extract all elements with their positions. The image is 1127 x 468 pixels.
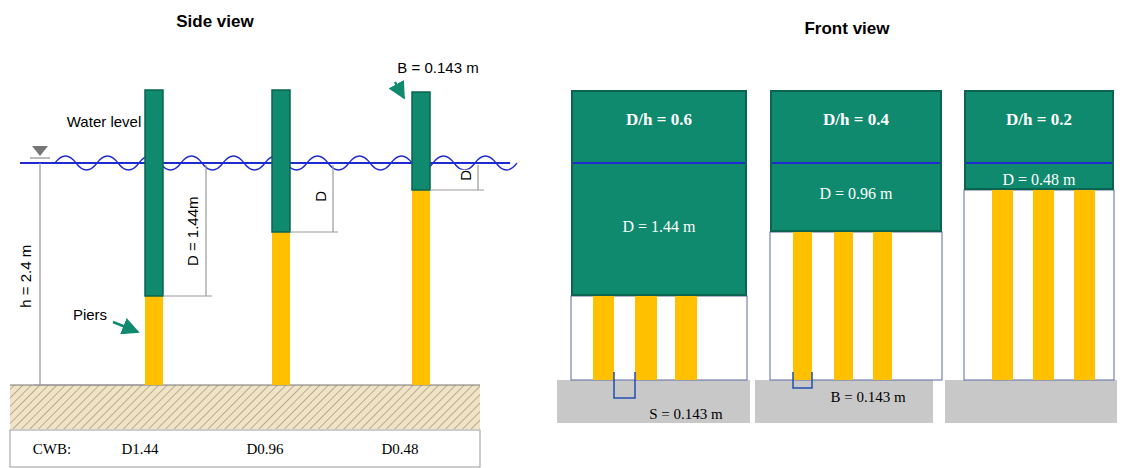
- dimension-label: D = 1.44m: [185, 196, 202, 266]
- water-level-label: Water level: [67, 114, 141, 131]
- table-cell: CWB:: [33, 441, 71, 458]
- depth-label: D = 0.48 m: [966, 171, 1112, 189]
- view-title: Side view: [176, 13, 253, 32]
- ratio-label: D/h = 0.2: [966, 111, 1112, 130]
- dimension-label: B = 0.143 m: [830, 389, 905, 406]
- table-cell: D0.48: [381, 441, 418, 458]
- table-cell: D1.44: [121, 441, 158, 458]
- dimension-label: D: [313, 191, 330, 202]
- table-cell: D0.96: [246, 441, 283, 458]
- ratio-label: D/h = 0.6: [573, 111, 745, 130]
- dimension-label: D: [458, 170, 475, 181]
- dimension-label: B = 0.143 m: [397, 60, 478, 77]
- depth-label: D = 1.44 m: [573, 218, 745, 236]
- dimension-label: S = 0.143 m: [649, 406, 722, 423]
- dimension-label: h = 2.4 m: [18, 245, 35, 308]
- water-line: [573, 162, 745, 164]
- part-label: Piers: [73, 307, 107, 324]
- ratio-label: D/h = 0.4: [772, 111, 940, 130]
- depth-label: D = 0.96 m: [772, 185, 940, 203]
- wall-panel: D/h = 0.6 D = 1.44 m: [571, 90, 747, 296]
- view-title: Front view: [804, 20, 889, 39]
- water-line: [772, 162, 940, 164]
- wall-panel: D/h = 0.2 D = 0.48 m: [964, 90, 1114, 190]
- water-line: [966, 162, 1112, 164]
- wall-panel: D/h = 0.4 D = 0.96 m: [770, 90, 942, 232]
